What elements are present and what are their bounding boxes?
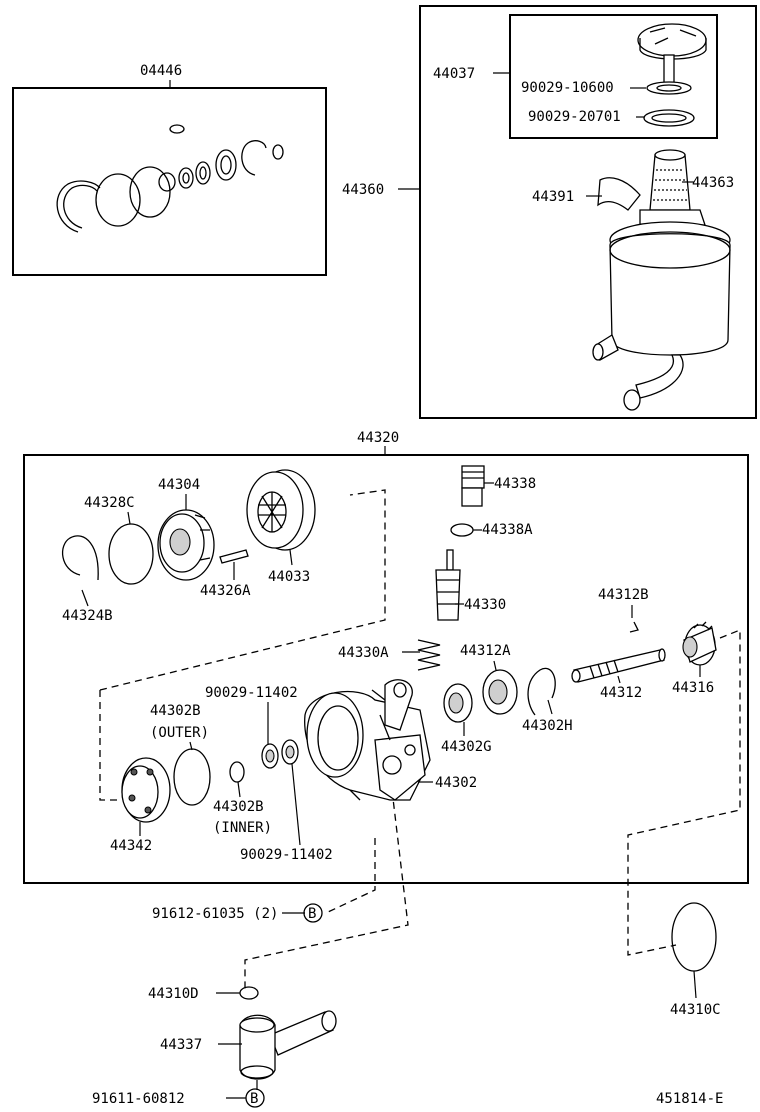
- ref-b-1[interactable]: B: [308, 906, 316, 922]
- label-44302B-outer-1[interactable]: 44302B: [150, 703, 201, 719]
- label-90029-11402-top[interactable]: 90029-11402: [205, 685, 298, 701]
- label-44330[interactable]: 44330: [464, 597, 506, 613]
- reservoir-cap-icon: [637, 23, 707, 127]
- valve-plug-icon: [461, 465, 485, 507]
- o-ring-44310d-icon: [239, 986, 259, 1000]
- label-04446[interactable]: 04446: [140, 63, 182, 79]
- label-44312A[interactable]: 44312A: [460, 643, 511, 659]
- reservoir-box: [419, 5, 757, 419]
- label-90029-20701[interactable]: 90029-20701: [528, 109, 621, 125]
- label-90029-10600[interactable]: 90029-10600: [521, 80, 614, 96]
- pulley-hub-icon: [682, 621, 717, 666]
- o-ring-inner-icon: [229, 761, 245, 783]
- label-44302H[interactable]: 44302H: [522, 718, 573, 734]
- flow-valve-icon: [435, 549, 461, 621]
- label-44338[interactable]: 44338: [494, 476, 536, 492]
- label-44330A[interactable]: 44330A: [338, 645, 389, 661]
- label-91612-61035[interactable]: 91612-61035 (2): [152, 906, 278, 922]
- bearing-44312a-icon: [482, 669, 518, 715]
- ref-b-2[interactable]: B: [250, 1091, 258, 1107]
- cam-ring-icon: [157, 509, 215, 581]
- o-ring-44310c-icon: [671, 902, 717, 972]
- union-fitting-icon: [239, 1010, 337, 1080]
- label-44337[interactable]: 44337: [160, 1037, 202, 1053]
- o-ring-outer-icon: [173, 748, 211, 806]
- rear-housing-icon: [121, 757, 171, 823]
- key-icon: [629, 621, 639, 633]
- strainer-icon: [649, 149, 691, 211]
- label-44320[interactable]: 44320: [357, 430, 399, 446]
- o-ring-44328c-icon: [108, 523, 154, 585]
- label-90029-11402-bottom[interactable]: 90029-11402: [240, 847, 333, 863]
- gasket-kit-icon: [56, 124, 284, 233]
- pin-icon: [219, 549, 249, 564]
- label-44338A[interactable]: 44338A: [482, 522, 533, 538]
- label-44302[interactable]: 44302: [435, 775, 477, 791]
- snap-ring-icon: [61, 535, 99, 581]
- label-44324B[interactable]: 44324B: [62, 608, 113, 624]
- label-44316[interactable]: 44316: [672, 680, 714, 696]
- label-44363[interactable]: 44363: [692, 175, 734, 191]
- spring-icon: [417, 639, 441, 671]
- snap-ring-44302h-icon: [527, 667, 556, 716]
- label-44342[interactable]: 44342: [110, 838, 152, 854]
- label-44302B-inner-2[interactable]: (INNER): [213, 820, 272, 836]
- gasket-kit-group: 04446: [12, 63, 327, 276]
- label-44033[interactable]: 44033: [268, 569, 310, 585]
- diagram-number: 451814-E: [656, 1091, 723, 1107]
- caution-label-icon: [597, 177, 641, 211]
- label-44328C[interactable]: 44328C: [84, 495, 135, 511]
- ref-b-circle-2: [245, 1088, 265, 1108]
- ref-b-circle-1: [303, 903, 323, 923]
- label-44302B-inner-1[interactable]: 44302B: [213, 799, 264, 815]
- label-44360[interactable]: 44360: [342, 182, 384, 198]
- pump-box: [23, 454, 749, 884]
- reservoir-icon: [592, 209, 731, 411]
- label-44312B[interactable]: 44312B: [598, 587, 649, 603]
- pump-housing-icon: [304, 679, 431, 801]
- rotor-icon: [246, 469, 316, 551]
- label-44310C[interactable]: 44310C: [670, 1002, 721, 1018]
- label-44310D[interactable]: 44310D: [148, 986, 199, 1002]
- o-ring-44338a-icon: [450, 523, 474, 537]
- cap-box: [509, 14, 718, 139]
- reservoir-group: 44360 44037 90029-10600 90029-20701 4436…: [342, 5, 757, 419]
- gasket-kit-box: [12, 87, 327, 276]
- oil-seal-icon: [443, 683, 473, 723]
- label-44037[interactable]: 44037: [433, 66, 475, 82]
- label-44302G[interactable]: 44302G: [441, 739, 492, 755]
- label-44312[interactable]: 44312: [600, 685, 642, 701]
- label-44302B-outer-2[interactable]: (OUTER): [150, 725, 209, 741]
- pump-shaft-icon: [571, 648, 666, 683]
- label-44304[interactable]: 44304: [158, 477, 200, 493]
- label-91611-60812[interactable]: 91611-60812: [92, 1091, 185, 1107]
- label-44391[interactable]: 44391: [532, 189, 574, 205]
- washer-icon: [261, 739, 299, 769]
- label-44326A[interactable]: 44326A: [200, 583, 251, 599]
